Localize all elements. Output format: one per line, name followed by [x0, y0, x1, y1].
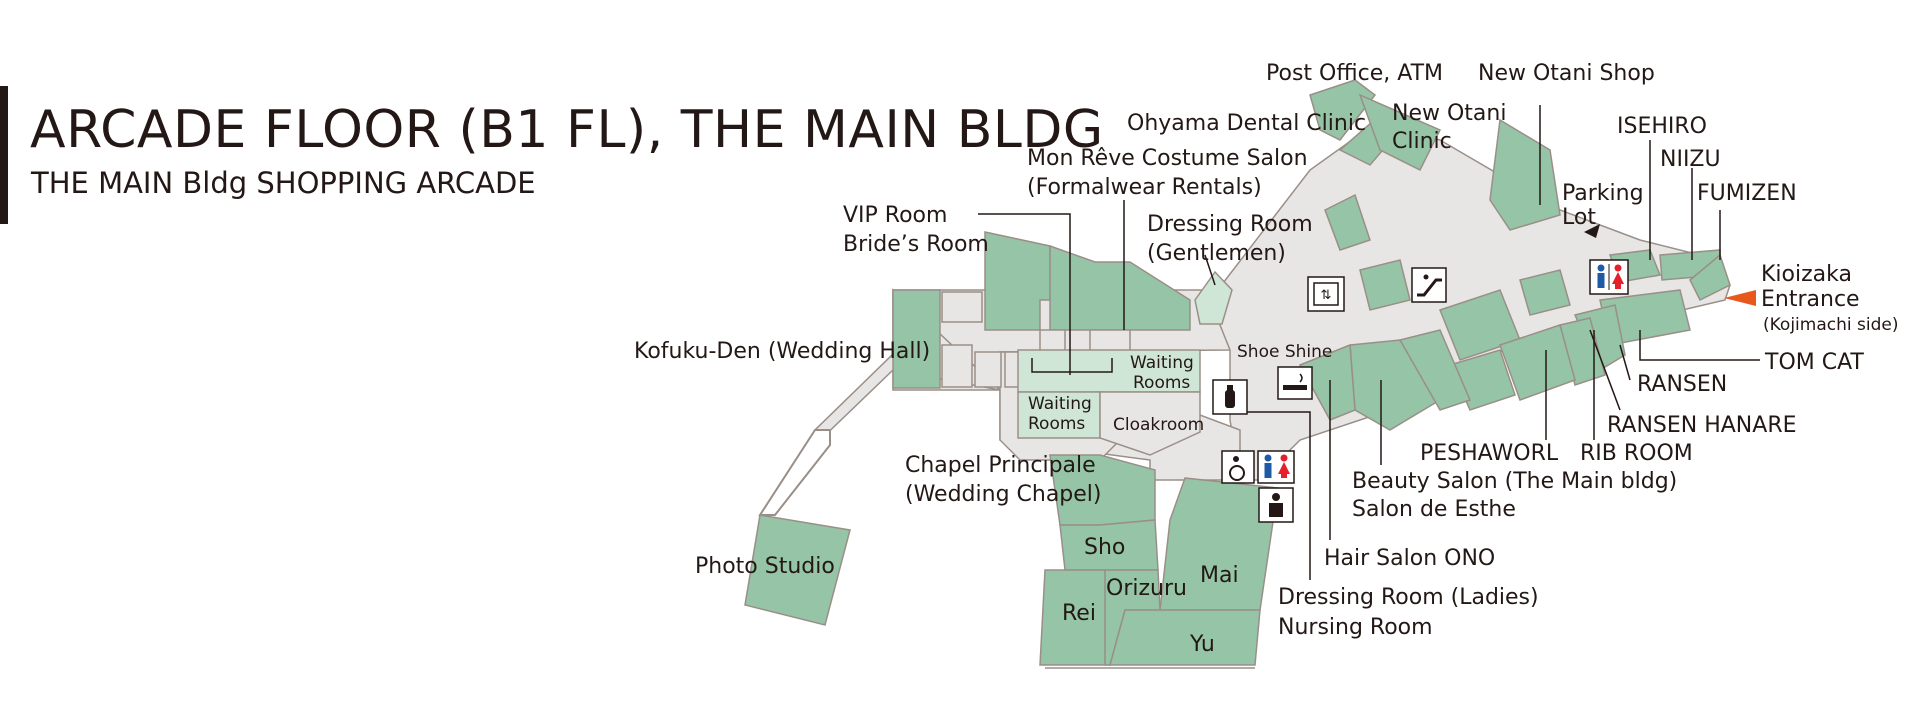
- label-mai: Mai: [1200, 563, 1239, 588]
- leader-tom-cat: [1639, 330, 1760, 361]
- leader-ransen-hanare: [1589, 329, 1621, 411]
- restroom-icon: [1589, 259, 1629, 295]
- label-vip-2: Bride’s Room: [843, 232, 989, 257]
- atm-icon: [1258, 487, 1294, 523]
- entrance-arrow-icon: [1724, 290, 1756, 306]
- page-title: ARCADE FLOOR (B1 FL), THE MAIN BLDG: [30, 100, 1104, 160]
- label-new-otani-clinic-2: Clinic: [1392, 129, 1452, 154]
- label-sho: Sho: [1084, 535, 1125, 560]
- label-dressing-ladies-2: Nursing Room: [1278, 615, 1433, 640]
- label-isehiro: ISEHIRO: [1617, 114, 1707, 139]
- label-new-otani-clinic-1: New Otani: [1392, 101, 1506, 126]
- label-fumizen: FUMIZEN: [1697, 181, 1797, 206]
- room-yu: [1109, 609, 1261, 666]
- map-labels: Post Office, ATM New Otani Shop Ohyama D…: [634, 61, 1898, 657]
- label-tom-cat: TOM CAT: [1764, 350, 1864, 375]
- page-subtitle: THE MAIN Bldg SHOPPING ARCADE: [31, 166, 536, 200]
- label-kofuku-den: Kofuku-Den (Wedding Hall): [634, 339, 930, 364]
- label-beauty-1: Beauty Salon (The Main bldg): [1352, 469, 1677, 494]
- rooms: [744, 79, 1731, 669]
- room-new-otani-clinic: [1358, 93, 1442, 172]
- label-chapel-2: (Wedding Chapel): [905, 482, 1102, 507]
- label-costume-1: Mon Rêve Costume Salon: [1027, 146, 1308, 171]
- room-new-otani-shop: [1489, 118, 1561, 231]
- label-post-office: Post Office, ATM: [1266, 61, 1443, 86]
- leader-vip: [978, 213, 1071, 375]
- leader-lines: [978, 105, 1760, 580]
- label-waiting-right-1: Waiting: [1130, 353, 1194, 373]
- label-new-otani-shop: New Otani Shop: [1478, 61, 1655, 86]
- hall-block-c: [974, 351, 1002, 388]
- label-yu: Yu: [1189, 632, 1215, 657]
- room-rib-room: [1499, 324, 1576, 401]
- label-chapel-1: Chapel Principale: [905, 453, 1096, 478]
- label-kioizaka-2: Entrance: [1761, 287, 1860, 312]
- label-photo-studio: Photo Studio: [695, 554, 835, 579]
- title-accent-bar: [0, 86, 8, 224]
- label-kioizaka-3: (Kojimachi side): [1763, 315, 1898, 335]
- svg-text:⇅: ⇅: [1321, 288, 1332, 303]
- label-niizu: NIIZU: [1660, 147, 1721, 172]
- room-hair-salon: [1398, 329, 1472, 411]
- label-parking-2: Lot: [1562, 205, 1596, 230]
- restroom-icon-2: [1257, 450, 1295, 484]
- room-central-a: [1359, 259, 1411, 311]
- room-photo-studio: [744, 514, 851, 626]
- label-hair-salon: Hair Salon ONO: [1324, 546, 1495, 571]
- label-waiting-left-2: Rooms: [1028, 414, 1085, 434]
- room-post-office: [1309, 79, 1377, 141]
- room-vip: [984, 231, 1051, 331]
- label-ransen-hanare: RANSEN HANARE: [1607, 413, 1797, 438]
- accessible-restroom-icon: [1221, 450, 1255, 484]
- hall-block-b: [941, 344, 973, 388]
- label-waiting-right-2: Rooms: [1133, 373, 1190, 393]
- label-peshaworl: PESHAWORL: [1420, 441, 1559, 466]
- leader-ransen: [1619, 344, 1631, 381]
- escalator-icon: [1411, 267, 1447, 303]
- label-dressing-gent-1: Dressing Room: [1147, 212, 1313, 237]
- leader-dressing-ladies: [1240, 411, 1311, 580]
- room-upper-west: [1324, 193, 1371, 251]
- room-fumizen: [1689, 253, 1731, 302]
- label-costume-2: (Formalwear Rentals): [1027, 175, 1262, 200]
- label-ransen: RANSEN: [1637, 372, 1727, 397]
- hall-block-a: [941, 291, 983, 323]
- label-orizuru: Orizuru: [1106, 576, 1187, 601]
- label-ohyama: Ohyama Dental Clinic: [1127, 111, 1366, 136]
- label-rib-room: RIB ROOM: [1580, 441, 1693, 466]
- room-salon-esthe: [1298, 343, 1356, 421]
- smoking-area-icon: [1277, 366, 1313, 400]
- elevator-icon: ⇅: [1307, 276, 1345, 312]
- label-rei: Rei: [1062, 601, 1096, 626]
- room-cloakroom: [1099, 391, 1201, 456]
- room-kofuku-den: [892, 289, 941, 389]
- parking-arrow-icon: [1584, 224, 1600, 238]
- label-dressing-gent-2: (Gentlemen): [1147, 241, 1286, 266]
- label-cloakroom: Cloakroom: [1113, 415, 1204, 435]
- label-parking-1: Parking: [1562, 181, 1644, 206]
- label-vip-1: VIP Room: [843, 203, 947, 228]
- label-shoe-shine: Shoe Shine: [1237, 342, 1332, 362]
- room-east-a: [1519, 269, 1571, 316]
- room-sho: [1059, 519, 1159, 571]
- label-kioizaka-1: Kioizaka: [1761, 262, 1852, 287]
- label-dressing-ladies-1: Dressing Room (Ladies): [1278, 585, 1539, 610]
- leader-waiting: [1031, 358, 1113, 373]
- label-beauty-2: Salon de Esthe: [1352, 497, 1516, 522]
- leader-dressing-gent: [1204, 254, 1216, 286]
- label-waiting-left-1: Waiting: [1028, 394, 1092, 414]
- nursing-room-icon: [1212, 379, 1248, 415]
- photo-corridor: [758, 429, 831, 516]
